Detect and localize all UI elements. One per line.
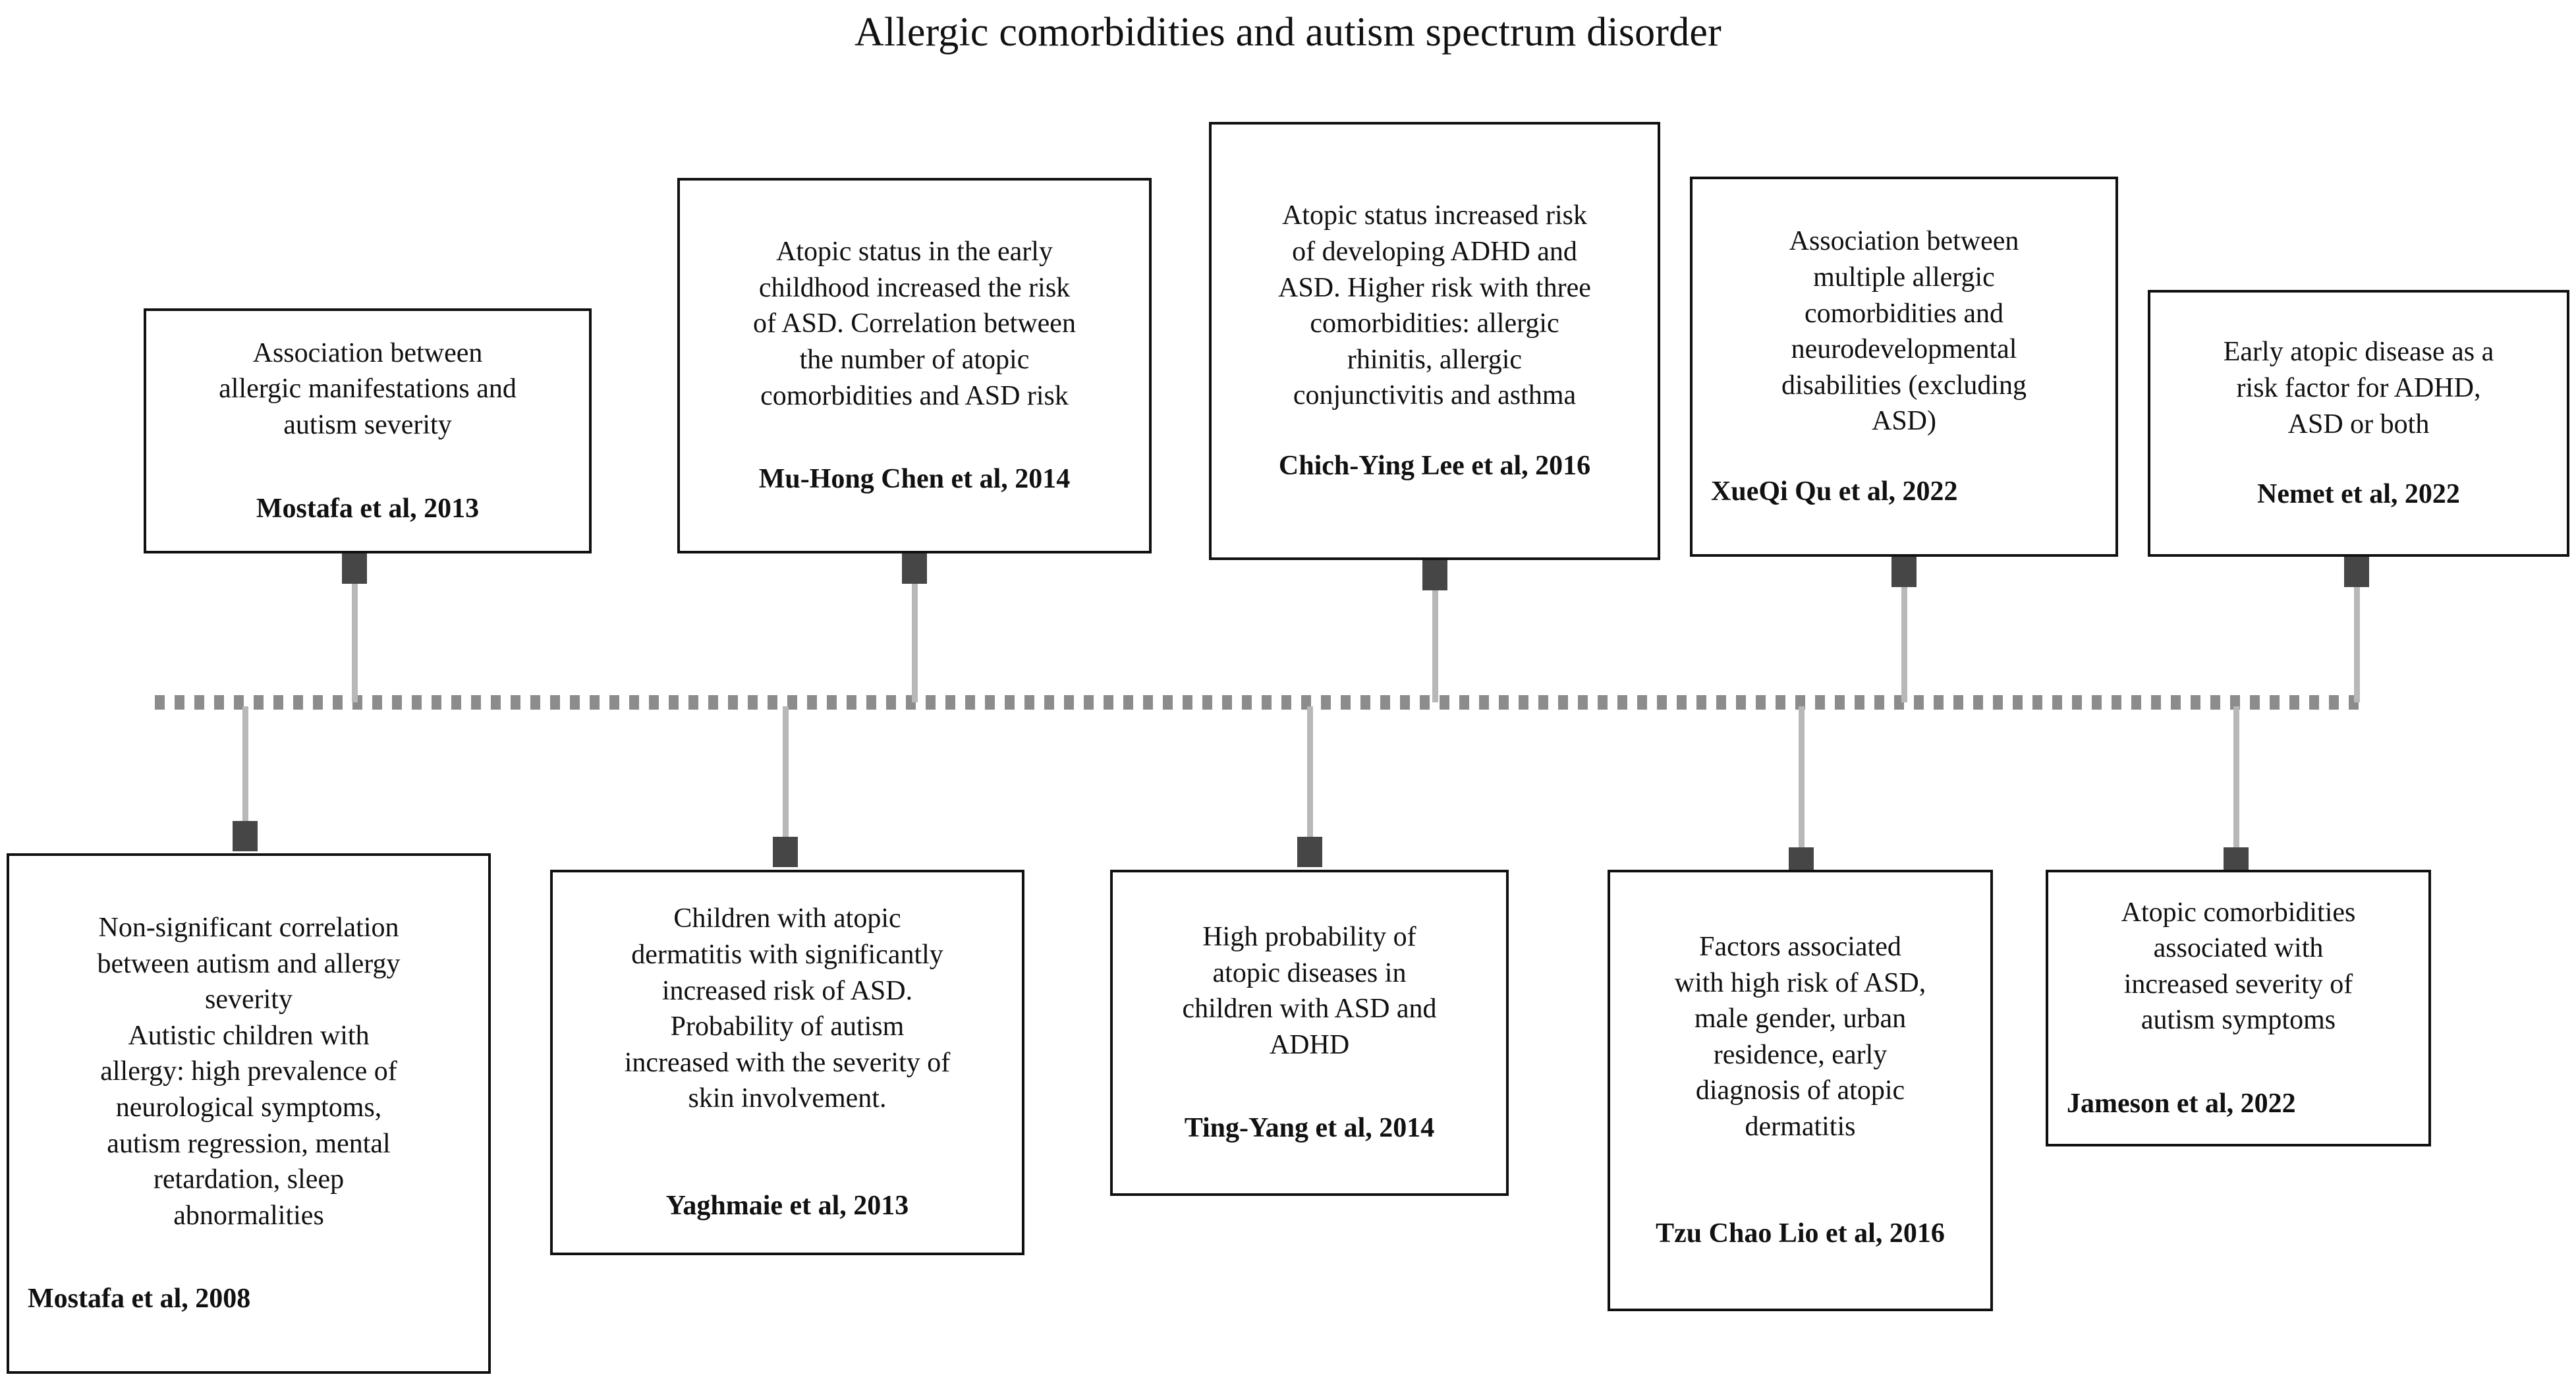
- connector-line-above-3: [1432, 589, 1438, 702]
- event-card-above-2-body: Atopic status in the early childhood inc…: [753, 237, 1076, 411]
- connector-line-below-2: [783, 706, 789, 839]
- event-card-above-4-body: Association between multiple allergic co…: [1781, 226, 2027, 437]
- connector-line-below-1: [242, 706, 248, 824]
- connector-marker-below-2: [773, 837, 798, 867]
- event-card-above-5-citation: Nemet et al, 2022: [2257, 479, 2460, 510]
- event-card-above-1[interactable]: Association between allergic manifestati…: [144, 308, 592, 553]
- event-card-above-2[interactable]: Atopic status in the early childhood inc…: [677, 178, 1152, 553]
- timeline-axis: [155, 695, 2368, 710]
- connector-line-below-4: [1799, 706, 1805, 850]
- event-card-below-5-body: Atopic comorbidities associated with inc…: [2121, 897, 2356, 1036]
- event-card-above-4-citation: XueQi Qu et al, 2022: [1711, 476, 1958, 507]
- event-card-above-3[interactable]: Atopic status increased risk of developi…: [1209, 122, 1660, 560]
- event-card-below-1-citation: Mostafa et al, 2008: [28, 1284, 251, 1314]
- event-card-below-2-body: Children with atopic dermatitis with sig…: [624, 903, 951, 1114]
- connector-line-above-5: [2354, 586, 2360, 702]
- connector-line-above-2: [912, 582, 918, 702]
- connector-marker-below-3: [1297, 837, 1322, 867]
- connector-line-above-4: [1901, 586, 1907, 702]
- event-card-below-5-citation: Jameson et al, 2022: [2067, 1088, 2296, 1119]
- event-card-above-1-citation: Mostafa et al, 2013: [256, 493, 480, 524]
- event-card-below-4-body: Factors associated with high risk of ASD…: [1674, 931, 1926, 1142]
- event-card-above-4[interactable]: Association between multiple allergic co…: [1690, 177, 2118, 557]
- event-card-below-1[interactable]: Non-significant correlation between auti…: [7, 853, 491, 1374]
- connector-line-below-3: [1307, 706, 1313, 839]
- event-card-below-4-citation: Tzu Chao Lio et al, 2016: [1656, 1218, 1945, 1249]
- event-card-above-2-citation: Mu-Hong Chen et al, 2014: [758, 464, 1071, 495]
- connector-marker-above-1: [342, 553, 367, 584]
- diagram-title: Allergic comorbidities and autism spectr…: [854, 10, 1722, 55]
- event-card-below-3-citation: Ting-Yang et al, 2014: [1184, 1113, 1435, 1144]
- event-card-above-3-citation: Chich-Ying Lee et al, 2016: [1278, 450, 1591, 481]
- event-card-above-5-body: Early atopic disease as a risk factor fo…: [2223, 337, 2494, 439]
- event-card-below-2[interactable]: Children with atopic dermatitis with sig…: [550, 870, 1024, 1255]
- connector-marker-above-4: [1891, 557, 1917, 587]
- event-card-above-5[interactable]: Early atopic disease as a risk factor fo…: [2148, 290, 2569, 557]
- event-card-above-1-body: Association between allergic manifestati…: [219, 337, 517, 440]
- event-card-above-3-body: Atopic status increased risk of developi…: [1278, 200, 1591, 411]
- connector-marker-above-5: [2344, 557, 2369, 587]
- event-card-below-4[interactable]: Factors associated with high risk of ASD…: [1608, 870, 1993, 1311]
- event-card-below-3[interactable]: High probability of atopic diseases in c…: [1110, 870, 1509, 1196]
- event-card-below-3-body: High probability of atopic diseases in c…: [1182, 922, 1437, 1060]
- connector-marker-above-3: [1422, 560, 1447, 590]
- event-card-below-5[interactable]: Atopic comorbidities associated with inc…: [2046, 870, 2431, 1146]
- connector-line-below-5: [2233, 706, 2239, 850]
- connector-marker-above-2: [902, 553, 927, 584]
- event-card-below-1-body: Non-significant correlation between auti…: [97, 913, 401, 1231]
- event-card-below-2-citation: Yaghmaie et al, 2013: [665, 1190, 909, 1221]
- connector-marker-below-1: [233, 821, 258, 851]
- connector-line-above-1: [352, 582, 358, 702]
